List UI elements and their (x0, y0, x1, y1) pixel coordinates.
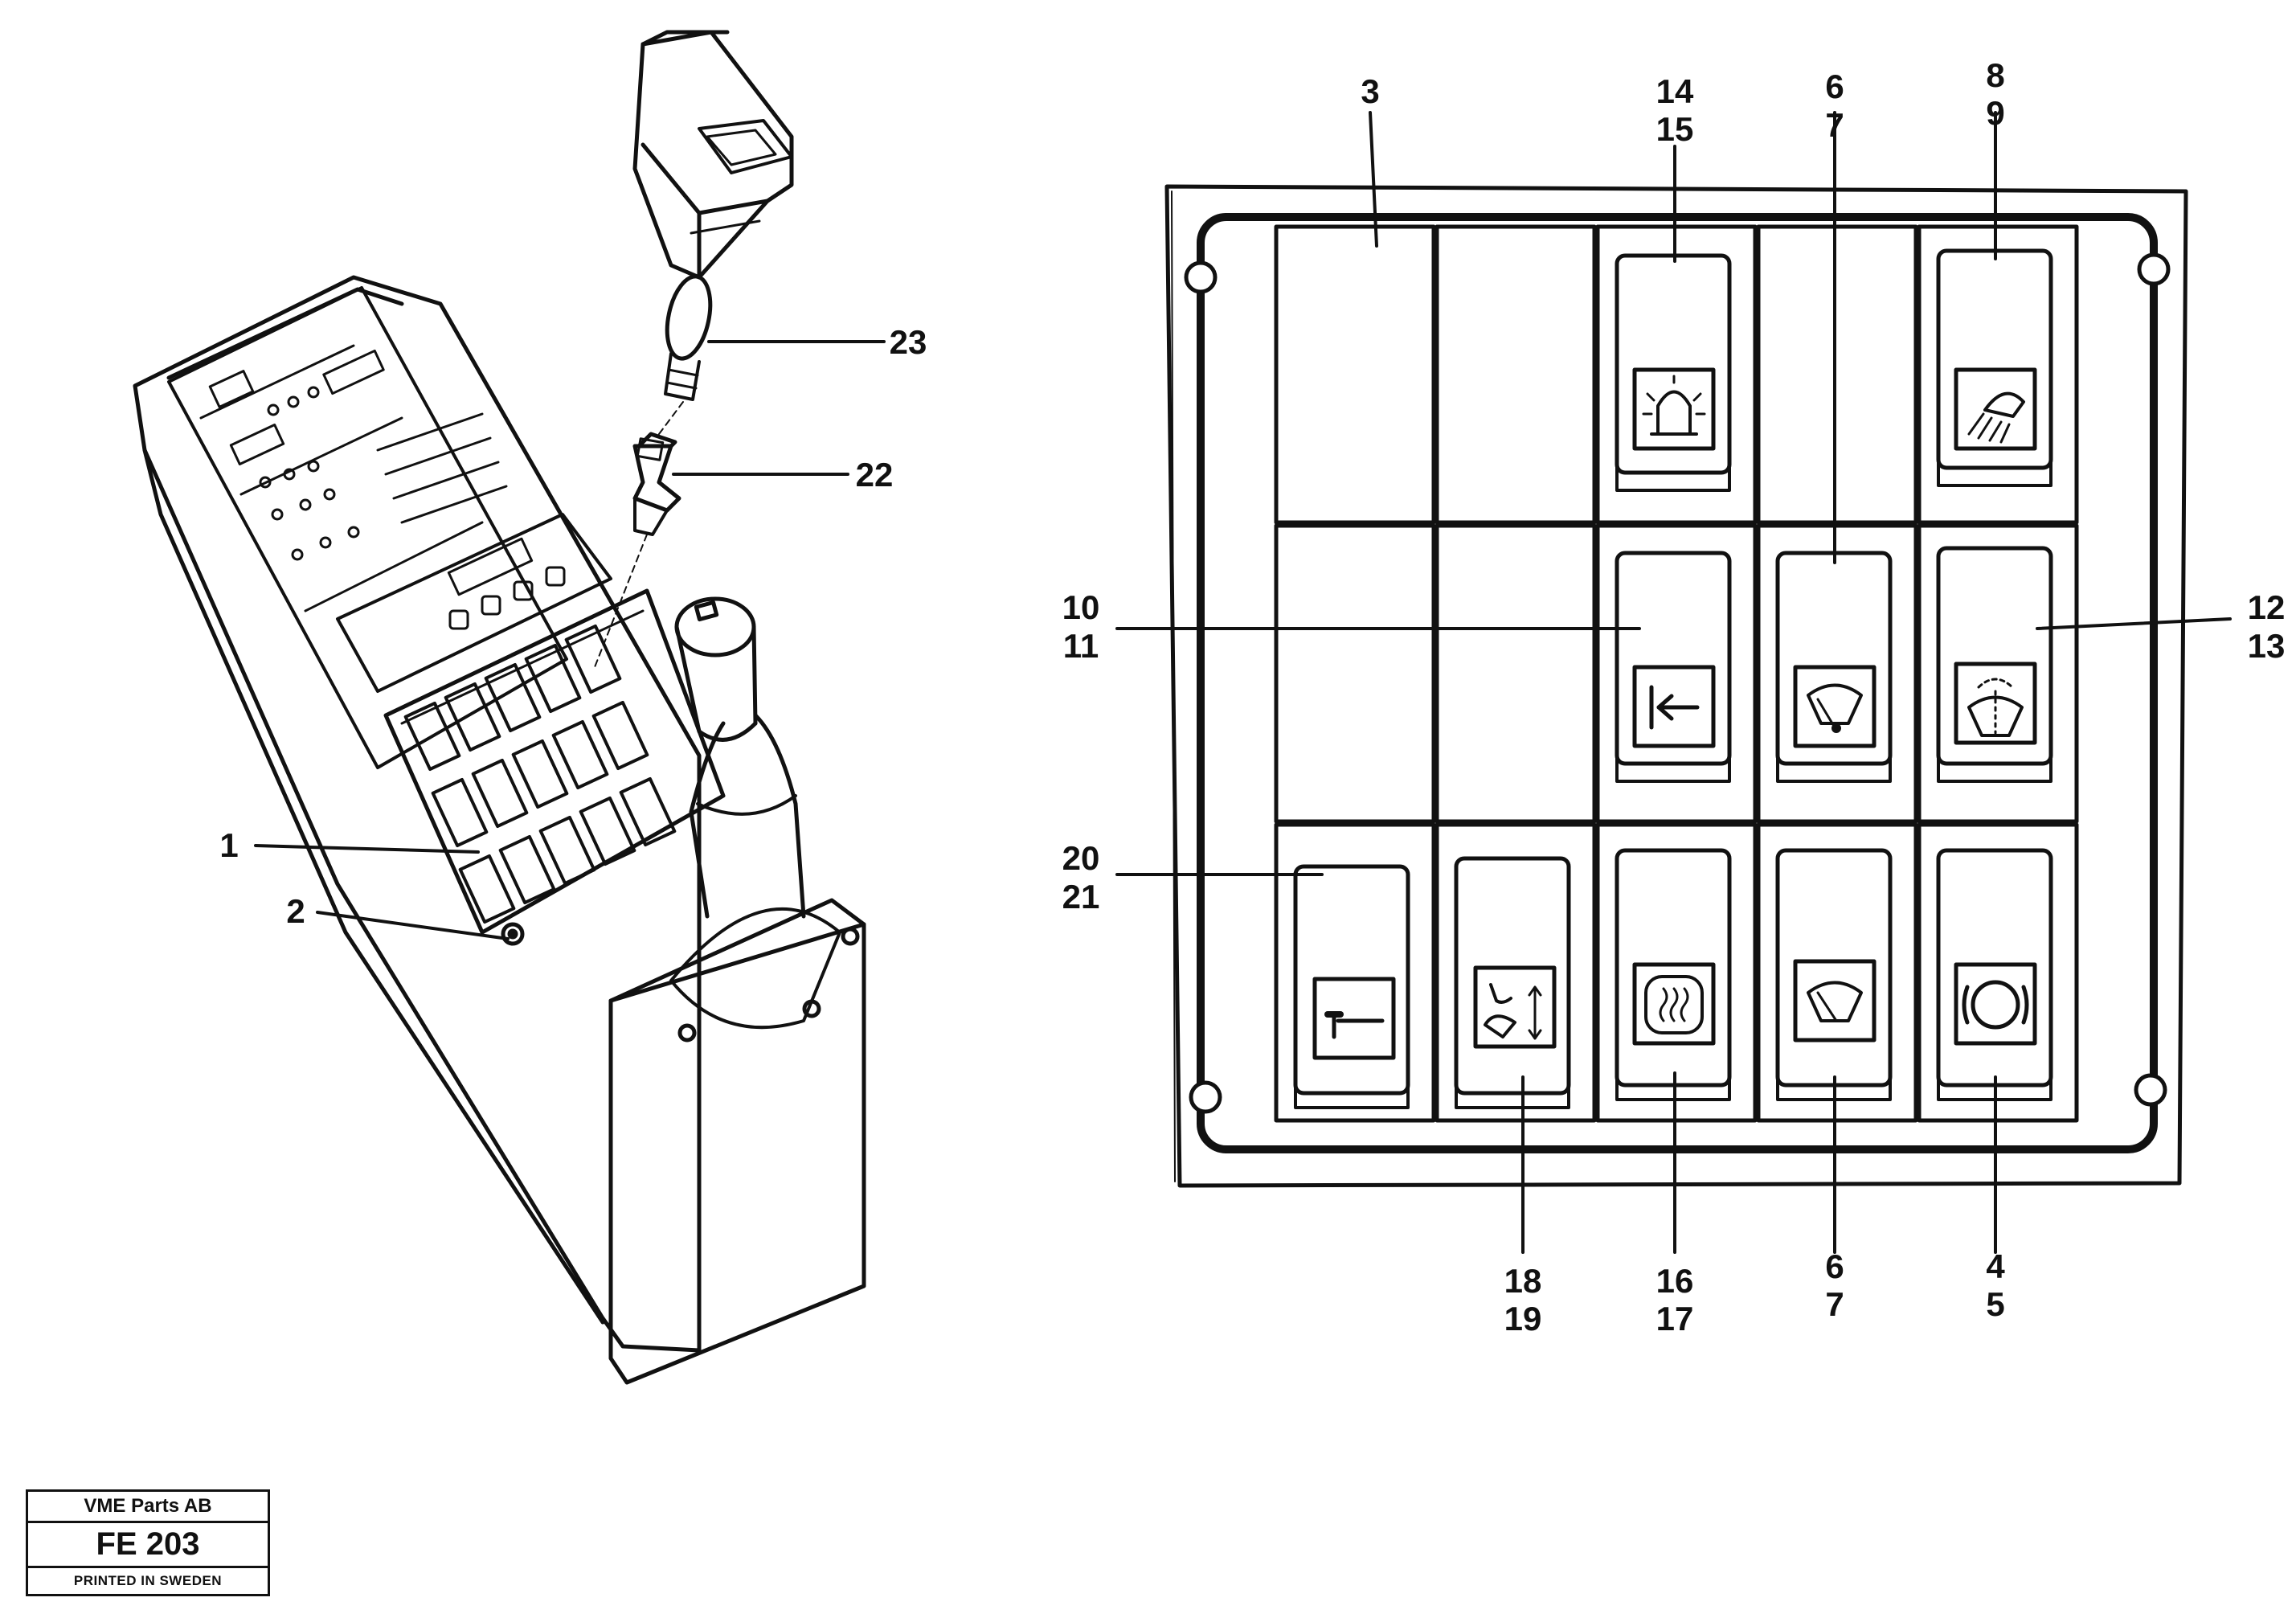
callout-6-top: 6 (1825, 68, 1844, 105)
callout-14: 14 (1656, 72, 1694, 110)
direction-arrow-icon (1649, 685, 1700, 730)
console-assembly (133, 275, 866, 1385)
callout-20: 20 (1062, 839, 1100, 877)
callout-21: 21 (1062, 878, 1100, 916)
callout-3: 3 (1361, 72, 1379, 110)
callout-19: 19 (1504, 1300, 1542, 1337)
wiper-icon (1807, 683, 1863, 733)
rear-window-heater-icon (1644, 975, 1704, 1034)
callout-7-top: 7 (1825, 106, 1844, 144)
beacon-icon (1642, 375, 1706, 436)
callout-1: 1 (219, 826, 238, 864)
callout-23: 23 (890, 323, 927, 361)
callout-8: 8 (1986, 56, 2004, 94)
rear-wiper-icon (1807, 981, 1863, 1022)
callout-18: 18 (1504, 1262, 1542, 1300)
bulb-holder-part (632, 432, 681, 536)
rocker-switch (1293, 864, 1410, 1109)
rocker-switch (1936, 848, 2053, 1101)
rocker-switch (1454, 856, 1571, 1109)
bucket-lift-icon (1484, 983, 1542, 1040)
callout-15: 15 (1656, 110, 1694, 148)
rocker-switch (1936, 546, 2053, 783)
callout-16: 16 (1656, 1262, 1694, 1300)
rocker-switch (1615, 551, 1732, 783)
drawing-code: FE 203 (28, 1523, 268, 1568)
callout-9: 9 (1986, 94, 2004, 132)
parking-brake-icon (1962, 980, 2029, 1030)
callout-13: 13 (2248, 627, 2286, 665)
callout-10: 10 (1062, 588, 1100, 626)
rocker-switch (1936, 248, 2053, 487)
callout-17: 17 (1656, 1300, 1694, 1337)
callout-11: 11 (1063, 627, 1099, 665)
callout-7-bottom: 7 (1825, 1285, 1844, 1323)
callout-5: 5 (1986, 1285, 2004, 1323)
rocker-switch-exploded (632, 30, 794, 280)
callout-2: 2 (286, 892, 305, 930)
callout-22: 22 (856, 456, 894, 494)
hammer-icon (1324, 1011, 1385, 1039)
printed-note: PRINTED IN SWEDEN (73, 1573, 223, 1588)
rocker-switch (1775, 551, 1893, 783)
callout-12: 12 (2248, 588, 2286, 626)
washer-wiper-icon (1967, 678, 2024, 737)
work-light-icon (1967, 391, 2025, 444)
leader-lines-left (254, 340, 886, 940)
rocker-switch (1615, 253, 1732, 492)
bulb-part (664, 274, 713, 401)
company-name: VME Parts AB (28, 1492, 268, 1523)
switch-panel (1115, 111, 2232, 1254)
callout-6-bottom: 6 (1825, 1247, 1844, 1285)
callout-4: 4 (1986, 1247, 2005, 1285)
title-stamp: VME Parts AB FE 203 PRINTED IN SWEDEN (26, 1489, 270, 1596)
callout-labels: 1 2 23 22 3 14 15 6 7 8 9 10 11 12 13 20… (219, 56, 2285, 1337)
rocker-switch (1775, 848, 1893, 1101)
